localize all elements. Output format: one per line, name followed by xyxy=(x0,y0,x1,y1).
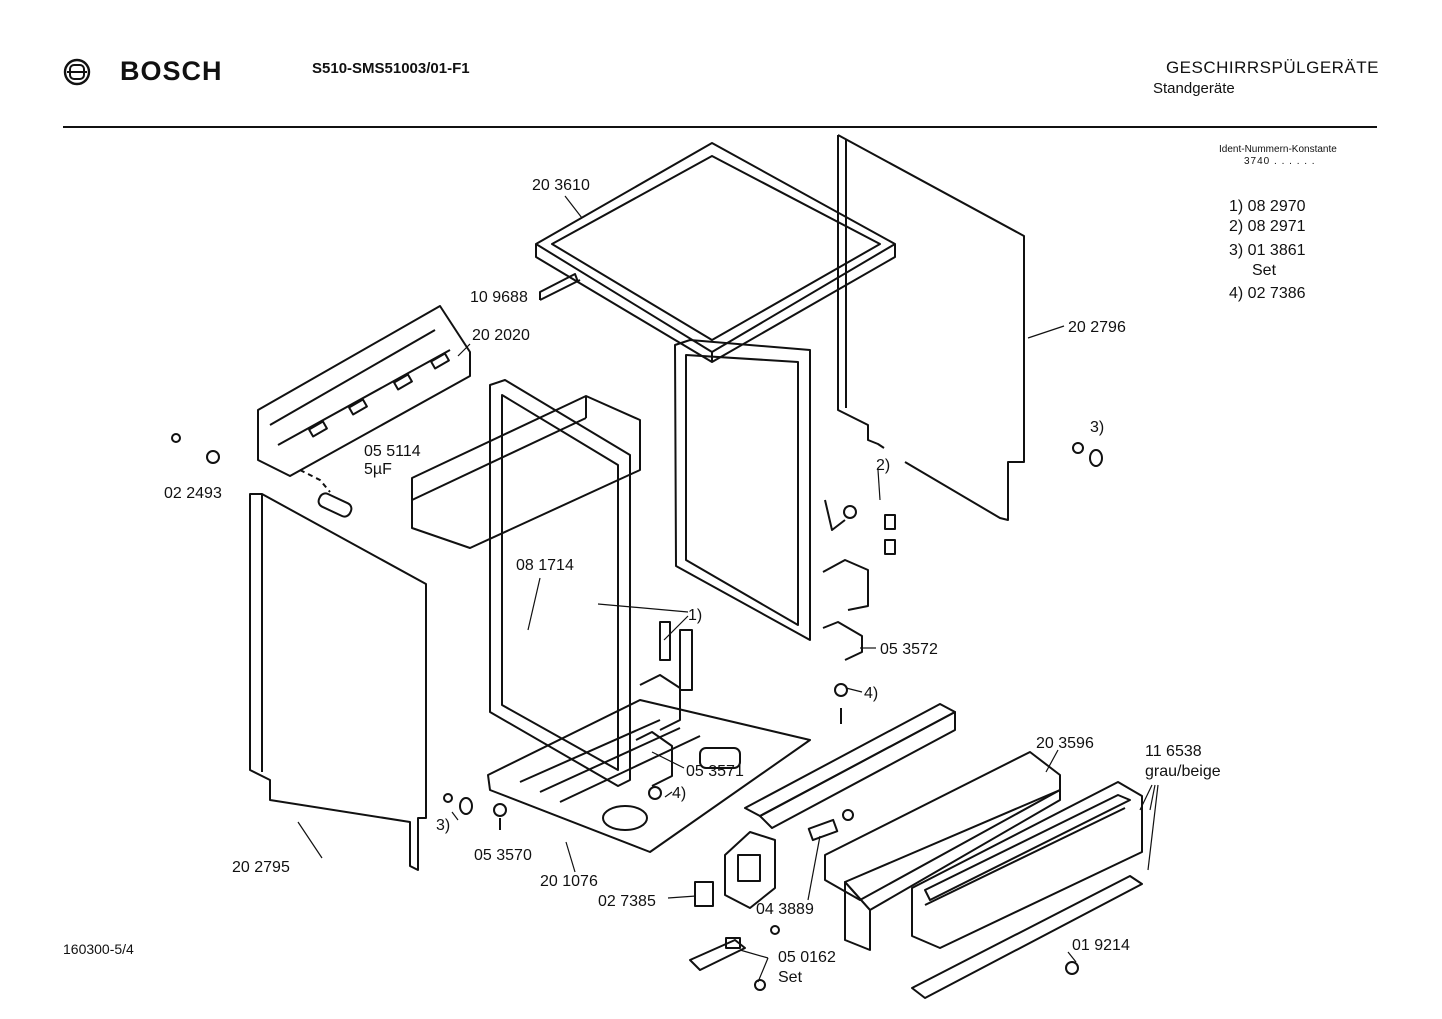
part-label: 10 9688 xyxy=(470,289,528,306)
mount-bracket-part xyxy=(539,273,581,301)
part-label: 05 3572 xyxy=(880,641,938,658)
part-label: 20 3596 xyxy=(1036,735,1094,752)
part-label: 05 0162 xyxy=(778,949,836,966)
part-label: 02 7385 xyxy=(598,893,656,910)
water-duct-part xyxy=(411,395,641,549)
part-label: 04 3889 xyxy=(756,901,814,918)
part-label: 05 5114 xyxy=(364,443,421,460)
ident-number-value: 3740 . . . . . . xyxy=(1244,156,1316,167)
part-label: Set xyxy=(778,969,803,986)
bosch-logo-icon xyxy=(62,57,92,92)
right-side-panel-part xyxy=(837,134,1025,521)
part-label: 20 2020 xyxy=(472,327,530,344)
part-label: 4) xyxy=(672,785,686,802)
part-label: 3) xyxy=(436,817,450,834)
left-side-panel-part xyxy=(249,493,427,871)
capacitor-part xyxy=(299,469,353,518)
part-label: 20 2795 xyxy=(232,859,290,876)
screw-parts xyxy=(171,433,1103,991)
front-rail-part xyxy=(744,703,956,829)
part-label: 20 1076 xyxy=(540,873,598,890)
kick-plate-part xyxy=(911,875,1143,999)
footnote-3: 3) 01 3861 xyxy=(1229,242,1306,259)
part-label: 20 3610 xyxy=(532,177,590,194)
electronics-bracket-part xyxy=(724,831,776,909)
right-hinge-part xyxy=(822,499,896,661)
ident-number-title: Ident-Nummern-Konstante xyxy=(1219,144,1337,155)
rear-frame-part xyxy=(674,339,811,641)
footnote-4: 4) 02 7386 xyxy=(1229,285,1306,302)
header-divider xyxy=(63,126,1377,128)
subcategory-title: Standgeräte xyxy=(1153,80,1235,97)
top-cover-part xyxy=(535,142,896,363)
part-label: 02 2493 xyxy=(164,485,222,502)
part-label: 05 3571 xyxy=(686,763,744,780)
part-label: 11 6538 xyxy=(1145,743,1202,760)
part-label: 4) xyxy=(864,685,878,702)
leader-lines xyxy=(297,195,1159,983)
category-title: GESCHIRRSPÜLGERÄTE xyxy=(1165,58,1379,77)
part-label: 20 2796 xyxy=(1068,319,1126,336)
connector-part xyxy=(694,809,854,907)
brand-name: BOSCH xyxy=(120,56,223,86)
front-panel-part xyxy=(911,781,1143,949)
part-label: 2) xyxy=(876,457,890,474)
part-label: 1) xyxy=(688,607,702,624)
part-label: 05 3570 xyxy=(474,847,532,864)
part-label: grau/beige xyxy=(1145,763,1221,780)
base-tray-part xyxy=(487,699,811,853)
control-panel-part xyxy=(824,751,1061,951)
model-number: S510-SMS51003/01-F1 xyxy=(312,60,470,77)
door-seal-frame-part xyxy=(489,379,631,787)
hinge-bracket-part xyxy=(635,621,693,787)
part-label: 5µF xyxy=(364,461,392,478)
footnote-3-set: Set xyxy=(1252,262,1277,279)
part-label: 3) xyxy=(1090,419,1104,436)
rear-rail-part xyxy=(257,305,471,477)
document-number: 160300-5/4 xyxy=(63,941,134,957)
part-label: 01 9214 xyxy=(1072,937,1130,954)
handle-part xyxy=(689,937,746,971)
footnote-1: 1) 08 2970 xyxy=(1229,198,1306,215)
part-label: 08 1714 xyxy=(516,557,574,574)
footnote-2: 2) 08 2971 xyxy=(1229,218,1306,235)
